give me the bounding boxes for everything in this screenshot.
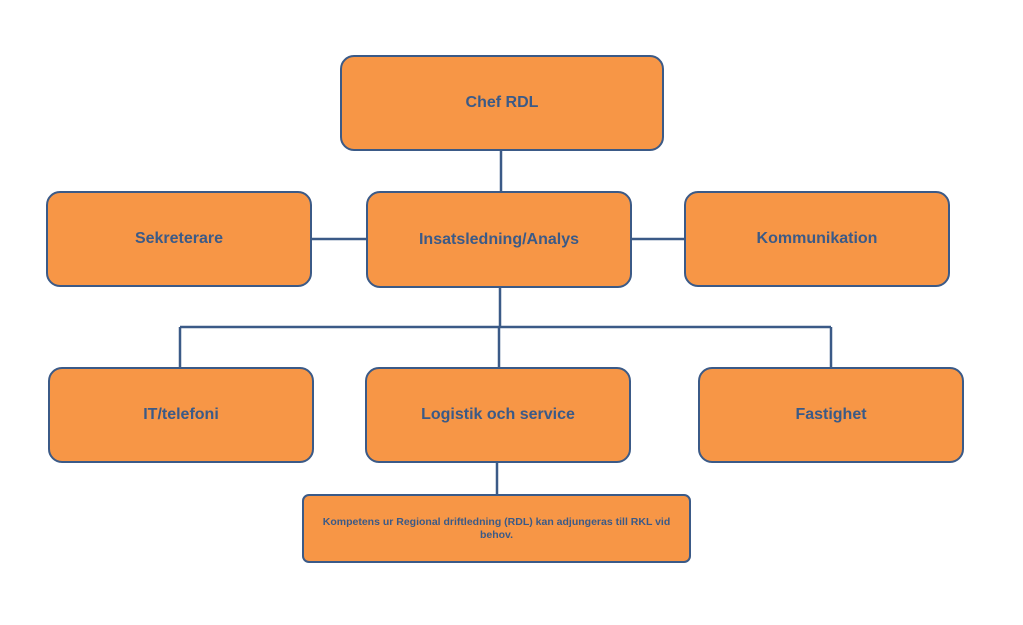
node-chef-rdl: Chef RDL [340,55,664,151]
node-logistik-och-service-label: Logistik och service [421,406,575,424]
node-it-telefoni: IT/telefoni [48,367,314,463]
node-kommunikation-label: Kommunikation [756,230,878,248]
node-sekreterare: Sekreterare [46,191,312,287]
node-fastighet-label: Fastighet [795,406,867,424]
node-insatsledning-analys-label: Insatsledning/Analys [418,230,580,248]
node-chef-rdl-label: Chef RDL [465,94,539,112]
node-kompetens-note: Kompetens ur Regional driftledning (RDL)… [302,494,691,563]
node-kompetens-note-label: Kompetens ur Regional driftledning (RDL)… [322,515,671,541]
node-logistik-och-service: Logistik och service [365,367,631,463]
node-it-telefoni-label: IT/telefoni [143,406,219,424]
node-fastighet: Fastighet [698,367,964,463]
node-kommunikation: Kommunikation [684,191,950,287]
node-sekreterare-label: Sekreterare [134,230,224,248]
node-insatsledning-analys: Insatsledning/Analys [366,191,632,288]
